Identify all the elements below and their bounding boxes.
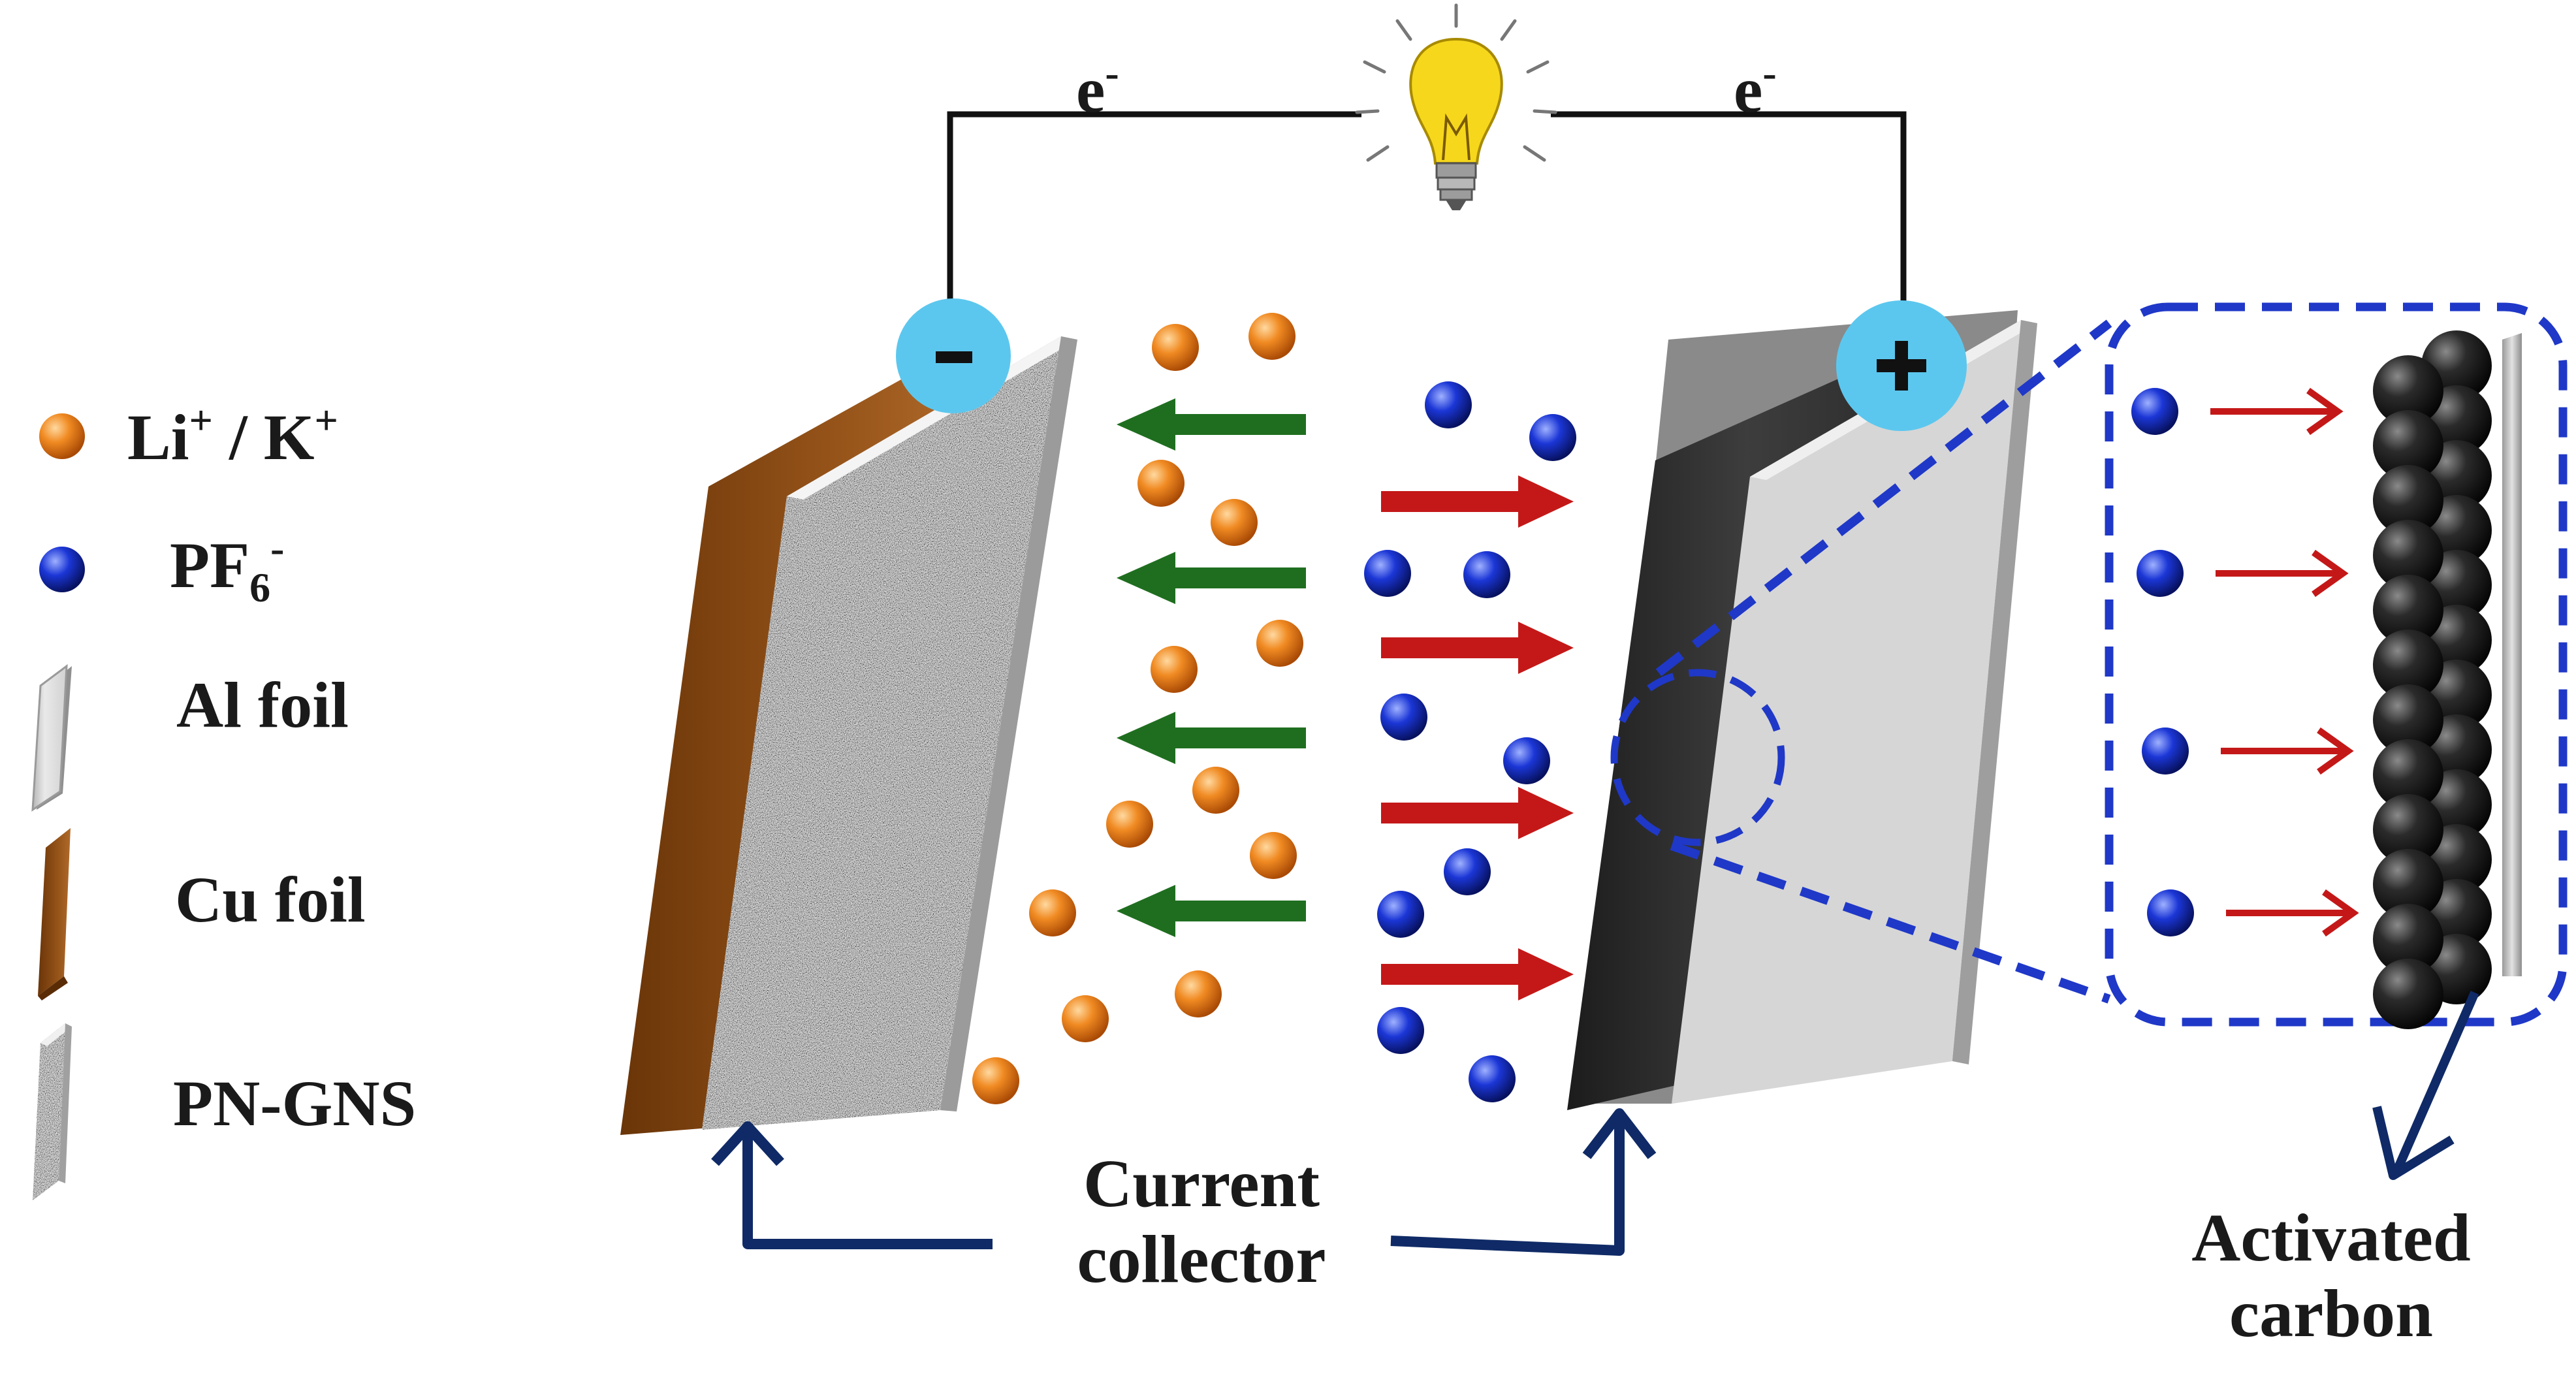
legend-label-cu-foil: Cu foil xyxy=(175,863,366,936)
electron-label-left: e- xyxy=(1076,50,1119,126)
activated-carbon-label: Activated carbon xyxy=(2191,1200,2471,1352)
light-bulb-icon xyxy=(1355,3,1557,210)
legend-label-al-foil: Al foil xyxy=(176,669,349,741)
anion-sphere xyxy=(1380,694,1427,741)
negative-electrode xyxy=(620,298,1077,1135)
cation-arrow xyxy=(1117,712,1175,764)
cation-sphere xyxy=(1152,324,1199,371)
pn-gns-icon xyxy=(33,1023,72,1200)
carbon-particle xyxy=(2373,575,2443,645)
anion-arrow xyxy=(1518,787,1574,839)
cation-arrow xyxy=(1117,398,1175,451)
zoom-callout xyxy=(1610,302,2568,1029)
legend xyxy=(31,413,85,1200)
anion-sphere xyxy=(1469,1055,1516,1102)
activated-carbon-pointer xyxy=(2372,991,2479,1180)
al-foil-icon xyxy=(31,663,72,812)
carbon-particle xyxy=(2373,959,2443,1029)
anion-sphere xyxy=(1444,848,1491,895)
cation-sphere xyxy=(1192,767,1239,814)
circuit-wire-right xyxy=(1551,111,1907,343)
anion-arrow xyxy=(1518,622,1574,674)
cation-sphere xyxy=(1106,801,1153,848)
cation-sphere xyxy=(1062,995,1109,1042)
cu-foil-icon xyxy=(38,828,71,1000)
anion-sphere xyxy=(1377,891,1424,938)
positive-electrode xyxy=(1567,300,2037,1110)
carbon-particle xyxy=(2373,465,2443,535)
cation-sphere xyxy=(972,1057,1019,1104)
zoom-anion-sphere xyxy=(2142,727,2189,775)
anion-layer xyxy=(1364,381,1576,1102)
cation-sphere xyxy=(1175,970,1222,1017)
cation-sphere xyxy=(1248,313,1296,360)
zoom-collector-foil xyxy=(2502,333,2522,976)
blue-sphere-icon xyxy=(39,547,85,592)
anion-sphere xyxy=(1503,737,1550,784)
anion-arrow xyxy=(1518,948,1574,1000)
current-collector-pointers xyxy=(711,1108,1657,1256)
zoom-source-circle xyxy=(1610,669,1785,846)
current-collector-label: Current collector xyxy=(1077,1146,1326,1298)
zoom-adsorbing-anions xyxy=(2131,387,2359,937)
migration-arrows xyxy=(1117,398,1574,1000)
carbon-particle xyxy=(2373,739,2443,810)
legend-label-pn-gns: PN-GNS xyxy=(173,1067,417,1140)
anion-arrow xyxy=(1518,475,1574,528)
electron-label-right: e- xyxy=(1734,50,1777,126)
cation-sphere xyxy=(1256,620,1303,667)
cation-sphere xyxy=(1151,646,1198,693)
external-circuit xyxy=(947,3,1907,343)
zoom-red-arrow xyxy=(2312,549,2349,598)
carbon-particle xyxy=(2373,794,2443,865)
zoom-red-arrow xyxy=(2317,727,2354,775)
anion-sphere xyxy=(1377,1007,1424,1054)
carbon-particle xyxy=(2373,410,2443,481)
cation-sphere xyxy=(1211,499,1258,546)
carbon-particle xyxy=(2373,684,2443,755)
cation-sphere xyxy=(1250,832,1297,879)
carbon-particle xyxy=(2373,904,2443,974)
positive-terminal xyxy=(1836,300,1967,431)
pointer-arrow-left xyxy=(742,1133,993,1249)
cation-sphere xyxy=(1137,460,1185,507)
zoom-box xyxy=(2105,302,2568,1027)
activated-carbon-particles xyxy=(2373,330,2492,1029)
carbon-particle xyxy=(2373,355,2443,426)
anion-sphere xyxy=(1529,414,1576,461)
carbon-particle xyxy=(2373,630,2443,700)
anion-sphere xyxy=(1364,550,1411,597)
negative-terminal xyxy=(896,298,1011,413)
zoom-anion-sphere xyxy=(2137,550,2184,597)
carbon-particle xyxy=(2373,520,2443,590)
cation-layer xyxy=(972,313,1303,1104)
zoom-red-arrow xyxy=(2322,889,2359,937)
cation-arrow xyxy=(1117,885,1175,937)
pointer-arrow-right xyxy=(1390,1120,1625,1256)
zoom-red-arrow xyxy=(2306,387,2344,436)
zoom-anion-sphere xyxy=(2131,388,2178,435)
cation-arrow xyxy=(1117,552,1175,604)
circuit-wire-left xyxy=(947,111,1361,343)
zoom-anion-sphere xyxy=(2147,889,2194,936)
orange-sphere-icon xyxy=(39,413,85,459)
al-foil-layer xyxy=(1672,320,2021,1104)
pointer-arrow-carbon xyxy=(2393,991,2479,1171)
anion-sphere xyxy=(1463,551,1510,598)
anion-sphere xyxy=(1425,381,1472,428)
legend-label-cation: Li+ / K+ xyxy=(127,397,338,473)
carbon-particle xyxy=(2373,849,2443,919)
legend-label-anion: PF6- xyxy=(170,525,285,611)
cation-sphere xyxy=(1029,889,1076,936)
